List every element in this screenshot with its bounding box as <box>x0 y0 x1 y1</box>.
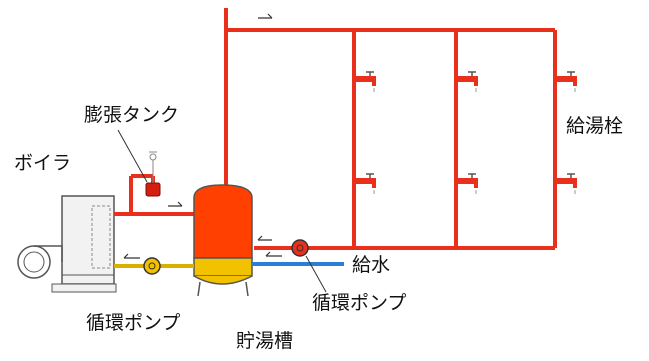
boiler-body <box>61 195 115 285</box>
storage-tank <box>193 184 253 297</box>
expansion-tank-label: 膨張タンク <box>84 104 180 126</box>
faucet-icon <box>555 173 577 194</box>
faucet-icon <box>354 71 376 92</box>
circulation-pump-label-right: 循環ポンプ <box>312 292 407 314</box>
pump-icon <box>291 239 309 257</box>
faucet-icon <box>354 173 376 194</box>
pump-icon <box>143 257 161 275</box>
boiler-base <box>51 283 117 293</box>
boiler-fan-icon <box>17 245 63 279</box>
faucets <box>354 71 577 194</box>
expansion-tank <box>145 151 161 197</box>
water-supply-label: 給水 <box>352 254 391 276</box>
faucet-icon <box>555 71 577 92</box>
hot-water-pipes <box>114 8 557 250</box>
faucet-icon <box>456 173 478 194</box>
boiler <box>51 195 117 293</box>
hot-water-tap-label: 給湯栓 <box>566 115 624 137</box>
expansion-tank-leader <box>117 129 148 183</box>
pipe-flow-arrow <box>123 13 282 259</box>
circulation-pump-label-left: 循環ポンプ <box>86 312 181 334</box>
pump-leader <box>305 255 327 293</box>
boiler-label: ボイラ <box>14 152 72 174</box>
storage-tank-label: 貯湯槽 <box>236 330 294 352</box>
faucet-icon <box>456 71 478 92</box>
